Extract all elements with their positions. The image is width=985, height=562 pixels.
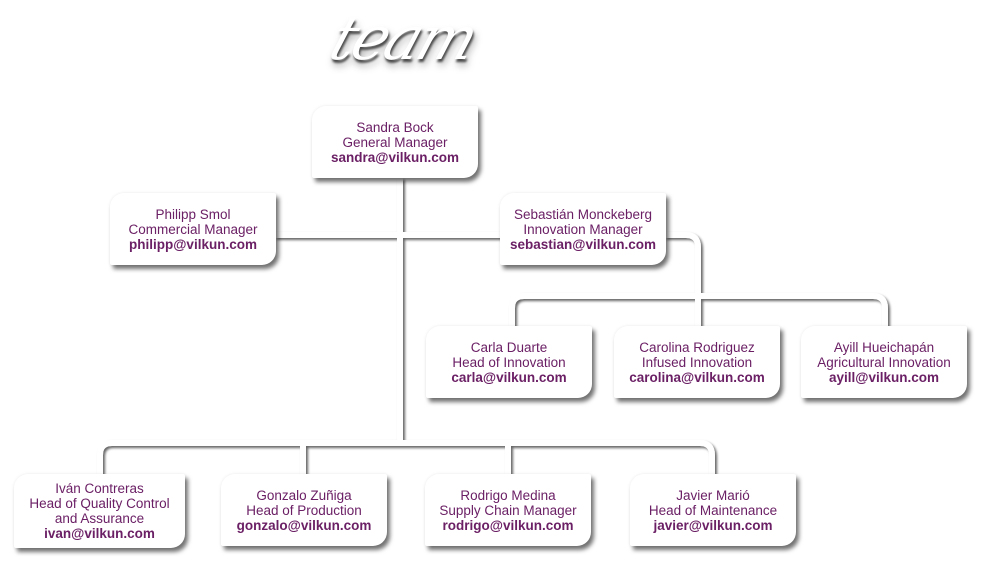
person-role: General Manager — [342, 134, 448, 150]
person-name: Sandra Bock — [356, 119, 434, 135]
person-role: Head of Innovation — [452, 354, 566, 370]
card-javier: Javier Marió Head of Maintenance javier@… — [630, 474, 796, 546]
person-role: Head of Production — [246, 502, 362, 518]
connector-bottom-bar — [97, 440, 715, 475]
person-name: Carolina Rodriguez — [639, 339, 755, 355]
person-email[interactable]: gonzalo@vilkun.com — [236, 517, 372, 533]
person-role: Commercial Manager — [128, 221, 258, 237]
connector-sebastian-down — [665, 232, 701, 330]
person-email[interactable]: javier@vilkun.com — [653, 517, 773, 533]
person-role: Infused Innovation — [641, 354, 753, 370]
person-name: Rodrigo Medina — [460, 487, 556, 503]
person-name: Carla Duarte — [470, 339, 548, 355]
person-email[interactable]: sebastian@vilkun.com — [510, 236, 656, 252]
person-name: Ayill Hueichapán — [833, 339, 935, 355]
person-email[interactable]: ayill@vilkun.com — [829, 369, 939, 385]
person-email[interactable]: rodrigo@vilkun.com — [442, 517, 574, 533]
card-carolina: Carolina Rodriguez Infused Innovation ca… — [614, 326, 780, 398]
card-sebastian: Sebastián Monckeberg Innovation Manager … — [500, 193, 666, 265]
person-email[interactable]: carla@vilkun.com — [451, 369, 567, 385]
card-ayill: Ayill Hueichapán Agricultural Innovation… — [801, 326, 967, 398]
card-carla: Carla Duarte Head of Innovation carla@vi… — [426, 326, 592, 398]
person-email[interactable]: philipp@vilkun.com — [129, 236, 257, 252]
person-role-continued: and Assurance — [54, 511, 145, 526]
person-name: Gonzalo Zuñiga — [256, 487, 352, 503]
person-name: Javier Marió — [676, 487, 750, 503]
person-role: Supply Chain Manager — [439, 502, 577, 518]
connector-innovation-bar — [509, 293, 888, 330]
card-rodrigo: Rodrigo Medina Supply Chain Manager rodr… — [425, 474, 591, 546]
person-name: Sebastián Monckeberg — [513, 206, 653, 222]
person-email[interactable]: sandra@vilkun.com — [331, 149, 459, 165]
person-email[interactable]: carolina@vilkun.com — [629, 369, 765, 385]
card-philipp: Philipp Smol Commercial Manager philipp@… — [110, 193, 276, 265]
person-role: Head of Maintenance — [648, 502, 778, 518]
person-role: Head of Quality Control — [29, 496, 170, 511]
card-gonzalo: Gonzalo Zuñiga Head of Production gonzal… — [221, 474, 387, 546]
person-name: Iván Contreras — [55, 481, 144, 496]
person-email[interactable]: ivan@vilkun.com — [44, 526, 155, 541]
card-ivan: Iván Contreras Head of Quality Control a… — [14, 474, 185, 548]
card-sandra: Sandra Bock General Manager sandra@vilku… — [312, 106, 478, 178]
person-role: Agricultural Innovation — [817, 354, 951, 370]
person-name: Philipp Smol — [155, 206, 231, 222]
person-role: Innovation Manager — [523, 221, 643, 237]
